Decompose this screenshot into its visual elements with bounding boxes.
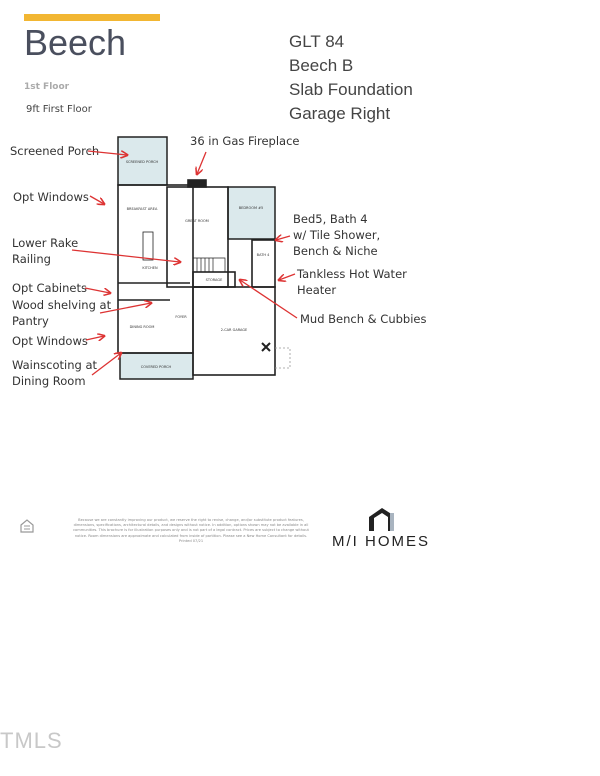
arrow-fireplace <box>197 151 207 174</box>
note-line: Railing <box>12 252 51 266</box>
note-opt-windows: Opt Windows <box>13 190 89 204</box>
wall-bath <box>251 239 276 288</box>
note-opt-cabinets: Opt Cabinets <box>12 281 87 295</box>
island <box>142 231 154 261</box>
note-line: Pantry <box>12 314 49 328</box>
note-fireplace: 36 in Gas Fireplace <box>190 134 300 148</box>
ceiling-note: 9ft First Floor <box>26 104 92 115</box>
note-line: Dining Room <box>12 374 86 388</box>
note-line: Wood shelving at <box>12 298 112 312</box>
equal-housing-icon <box>20 519 34 533</box>
note-line: Heater <box>297 283 337 297</box>
arrow-mud-bench <box>240 280 298 319</box>
label-covered-porch: COVERED PORCH <box>141 365 172 369</box>
spec-garage: Garage Right <box>289 104 391 123</box>
spec-lot: GLT 84 <box>289 32 345 51</box>
label-great-room: GREAT ROOM <box>185 219 209 223</box>
label-bath: BATH 4 <box>257 253 270 257</box>
room-bedroom <box>227 186 276 240</box>
note-line: Tankless Hot Water <box>297 267 407 281</box>
watermark: TMLS <box>0 728 63 753</box>
plan-title: Beech <box>24 22 127 63</box>
arrow-wainscoting <box>91 353 121 376</box>
arrow-bed5 <box>276 236 291 240</box>
disclaimer: Because we are constantly improving our … <box>73 518 309 543</box>
arrow-screened-porch <box>87 150 127 155</box>
note-opt-windows-2: Opt Windows <box>12 334 88 348</box>
label-breakfast: BREAKFAST AREA <box>127 207 158 211</box>
spec-foundation: Slab Foundation <box>289 80 413 99</box>
garage-apron <box>275 347 291 369</box>
note-lower-rake-railing: Lower Rake Railing <box>12 235 78 267</box>
note-line: w/ Tile Shower, <box>293 228 381 242</box>
arrow-opt-windows-2 <box>85 336 104 340</box>
brand-logo: M/I HOMES <box>332 533 431 550</box>
stairs <box>192 257 226 273</box>
arrow-railing <box>71 249 180 262</box>
note-bed5-bath4: Bed5, Bath 4 w/ Tile Shower, Bench & Nic… <box>293 211 380 259</box>
room-screened-porch <box>117 136 168 186</box>
accent-bar <box>24 14 160 21</box>
fireplace <box>187 179 207 188</box>
arrow-tankless <box>279 273 296 280</box>
mi-homes-logo-icon <box>369 508 394 531</box>
label-screened-porch: SCREENED PORCH <box>126 160 159 164</box>
floor-label: 1st Floor <box>24 82 70 92</box>
label-dining: DINING ROOM <box>130 325 155 329</box>
arrow-wood-shelving <box>99 303 151 314</box>
note-line: Bed5, Bath 4 <box>293 212 368 226</box>
label-storage: STORAGE <box>206 278 223 282</box>
label-bedroom: BEDROOM #5 <box>239 206 264 210</box>
note-mud-bench: Mud Bench & Cubbies <box>300 312 427 326</box>
floor-plan: SCREENED PORCH BREAKFAST AREA GREAT ROOM… <box>71 136 298 380</box>
spec-elevation: Beech B <box>289 56 354 75</box>
note-wainscoting: Wainscoting at Dining Room <box>12 357 97 389</box>
label-foyer: FOYER <box>175 315 187 319</box>
note-line: Bench & Niche <box>293 244 378 258</box>
arrow-opt-windows <box>89 195 104 204</box>
label-kitchen: KITCHEN <box>142 266 158 270</box>
arrow-opt-cabinets <box>84 287 110 293</box>
note-wood-shelving: Wood shelving at Pantry <box>12 297 111 329</box>
note-line: Wainscoting at <box>12 358 98 372</box>
note-line: Lower Rake <box>12 236 79 250</box>
note-tankless: Tankless Hot Water Heater <box>297 266 407 298</box>
hvac <box>261 342 271 352</box>
spec-list: GLT 84 Beech B Slab Foundation Garage Ri… <box>289 30 413 126</box>
label-garage: 2-CAR GARAGE <box>221 328 248 332</box>
note-screened-porch: Screened Porch <box>10 144 100 158</box>
